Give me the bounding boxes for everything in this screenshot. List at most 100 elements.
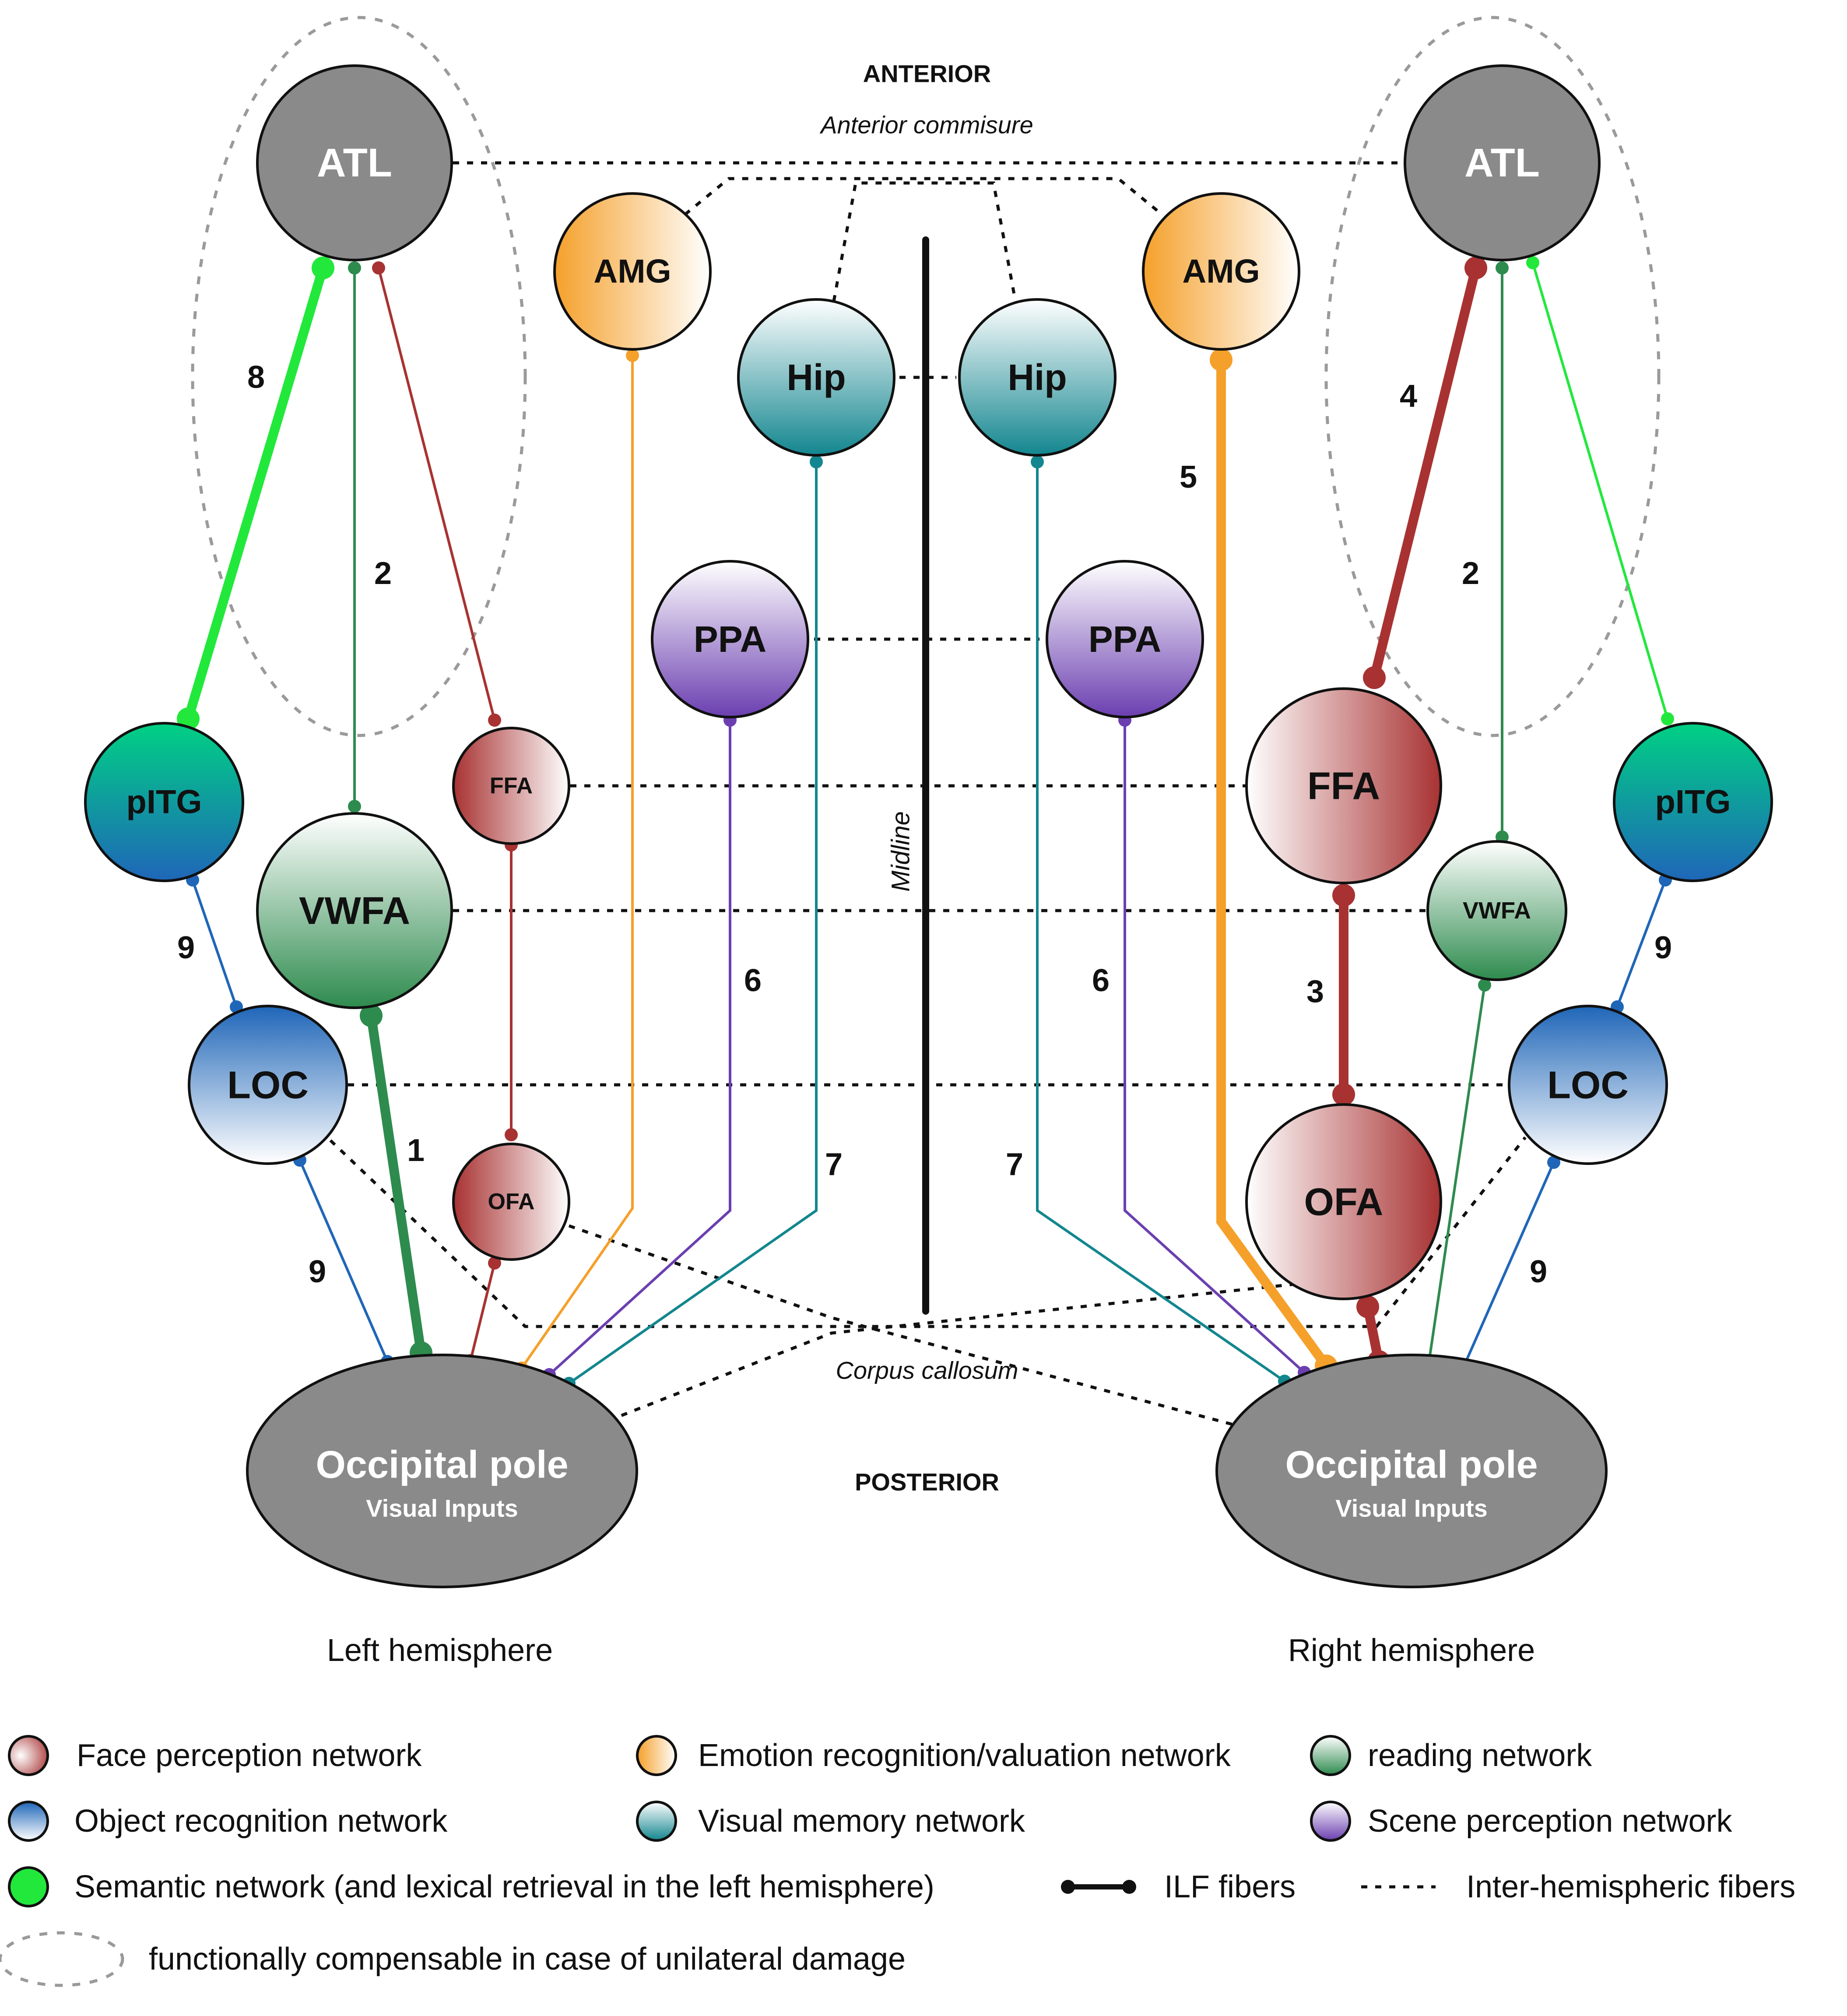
node-left-loc: LOC (188, 1005, 348, 1165)
node-label: pITG (126, 784, 202, 821)
fiber-r-face-atl (1369, 263, 1481, 683)
legend-item-ilf: ILF fibers (1061, 1869, 1296, 1904)
node-right-hip: Hip (958, 298, 1117, 457)
fiber-l-emotion (520, 354, 634, 1369)
node-right-ffa: FFA (1245, 687, 1442, 884)
node-title: Occipital pole (1285, 1443, 1538, 1486)
pathway-number: 9 (1530, 1254, 1547, 1289)
fiber-l-loc-pitg (191, 879, 238, 1008)
pathway-number: 6 (1092, 963, 1110, 998)
svg-text:reading network: reading network (1368, 1738, 1592, 1773)
pathway-number: 5 (1180, 460, 1197, 495)
node-label: PPA (694, 619, 766, 660)
label-right-hemisphere: Right hemisphere (1288, 1633, 1535, 1668)
pathway-number: 2 (1462, 556, 1479, 591)
fiber-occ-ofa (607, 1281, 1309, 1422)
pathway-number: 4 (1400, 379, 1417, 414)
node-left-hip: Hip (737, 298, 895, 457)
node-left-pitg: pITG (84, 722, 244, 882)
svg-text:Inter-hemispheric fibers: Inter-hemispheric fibers (1466, 1869, 1795, 1904)
node-right-ppa: PPA (1046, 560, 1204, 718)
label-corpus-callosum: Corpus callosum (836, 1357, 1018, 1384)
pathway-number: 7 (1006, 1147, 1023, 1182)
svg-text:ILF fibers: ILF fibers (1164, 1869, 1296, 1904)
node-left-amg: AMG (553, 192, 712, 351)
node-label: OFA (1304, 1180, 1383, 1224)
node-label: VWFA (1463, 897, 1531, 924)
compensable-region-left (191, 16, 527, 737)
fiber-r-loc-occ (1463, 1161, 1555, 1367)
pathway-number: 3 (1306, 974, 1324, 1009)
node-label: AMG (593, 253, 671, 290)
pathway-number: 9 (309, 1254, 326, 1289)
fiber-ofa-occ (568, 1224, 1243, 1429)
pathway-number: 8 (247, 360, 265, 395)
node-label: LOC (227, 1063, 309, 1107)
fiber-r-loc-pitg (1616, 879, 1667, 1008)
pathway-number: 6 (744, 963, 762, 998)
node-subtitle: Visual Inputs (1335, 1495, 1487, 1522)
svg-text:Emotion recognition/valuation: Emotion recognition/valuation network (698, 1738, 1231, 1773)
node-left-atl: ATL (256, 64, 453, 261)
node-label: PPA (1089, 619, 1161, 660)
fiber-l-memory (568, 461, 818, 1385)
node-label: ATL (1464, 141, 1540, 185)
node-label: AMG (1182, 253, 1260, 290)
fiber-l-face-atl (377, 267, 496, 721)
node-right-amg: AMG (1142, 192, 1300, 351)
node-label: ATL (317, 141, 392, 185)
legend-item-reading: reading network (1310, 1735, 1592, 1776)
svg-text:functionally compensable in ca: functionally compensable in case of unil… (149, 1942, 906, 1977)
node-label: LOC (1547, 1063, 1629, 1107)
pathway-number: 9 (1654, 930, 1672, 965)
node-right-atl: ATL (1404, 64, 1601, 261)
node-label: VWFA (299, 889, 410, 932)
node-left-ffa: FFA (452, 727, 570, 845)
node-right-ofa: OFA (1245, 1103, 1442, 1300)
fiber-r-reading-occ (1428, 984, 1486, 1363)
fiber-amg-l (684, 177, 1163, 216)
pathway-number: 7 (825, 1147, 843, 1182)
pathway-number: 9 (177, 930, 195, 965)
node-left-vwfa: VWFA (256, 812, 453, 1009)
legend-item-scene: Scene perception network (1310, 1801, 1733, 1842)
svg-text:Object recognition network: Object recognition network (74, 1804, 448, 1839)
node-right-occipital-pole: Occipital pole Visual Inputs (1215, 1354, 1608, 1588)
label-anterior-commisure: Anterior commisure (819, 111, 1033, 139)
fiber-hip-l (832, 181, 1017, 302)
pathway-number: 1 (407, 1133, 425, 1168)
legend-item-emotion: Emotion recognition/valuation network (636, 1735, 1231, 1776)
legend-item-memory: Visual memory network (636, 1801, 1025, 1842)
fiber-r-memory (1036, 461, 1286, 1383)
fiber-r-semantic (1531, 261, 1669, 720)
fiber-r-scene (1124, 719, 1306, 1374)
svg-text:Semantic network (and lexical: Semantic network (and lexical retrieval … (74, 1869, 934, 1904)
label-anterior: ANTERIOR (863, 60, 991, 88)
pathway-number: 2 (374, 556, 392, 591)
node-left-ppa: PPA (651, 560, 809, 718)
legend-item-compensable: functionally compensable in case of unil… (0, 1931, 906, 1987)
legend-item-face: Face perception network (8, 1735, 422, 1776)
node-label: FFA (1307, 764, 1380, 808)
legend: Face perception network Emotion recognit… (0, 1735, 1795, 1987)
node-subtitle: Visual Inputs (366, 1495, 518, 1522)
node-right-loc: LOC (1508, 1005, 1668, 1165)
legend-item-semantic: Semantic network (and lexical retrieval … (8, 1866, 934, 1907)
svg-text:Visual memory network: Visual memory network (698, 1804, 1025, 1839)
fiber-r-emotion (1216, 355, 1331, 1371)
label-midline: Midline (887, 811, 915, 892)
fiber-l-reading-occ (366, 1011, 426, 1358)
label-left-hemisphere: Left hemisphere (327, 1633, 553, 1668)
node-label: Hip (1008, 357, 1067, 398)
fiber-l-loc-occ (298, 1159, 389, 1363)
node-right-pitg: pITG (1613, 722, 1773, 882)
node-label: pITG (1655, 784, 1731, 821)
node-label: FFA (490, 773, 533, 799)
ilf-fibers (183, 261, 1669, 1385)
svg-text:Face perception network: Face perception network (77, 1738, 422, 1773)
node-right-vwfa: VWFA (1426, 840, 1567, 981)
legend-item-object: Object recognition network (8, 1801, 448, 1842)
fiber-l-semantic (183, 263, 328, 724)
node-title: Occipital pole (316, 1443, 568, 1486)
